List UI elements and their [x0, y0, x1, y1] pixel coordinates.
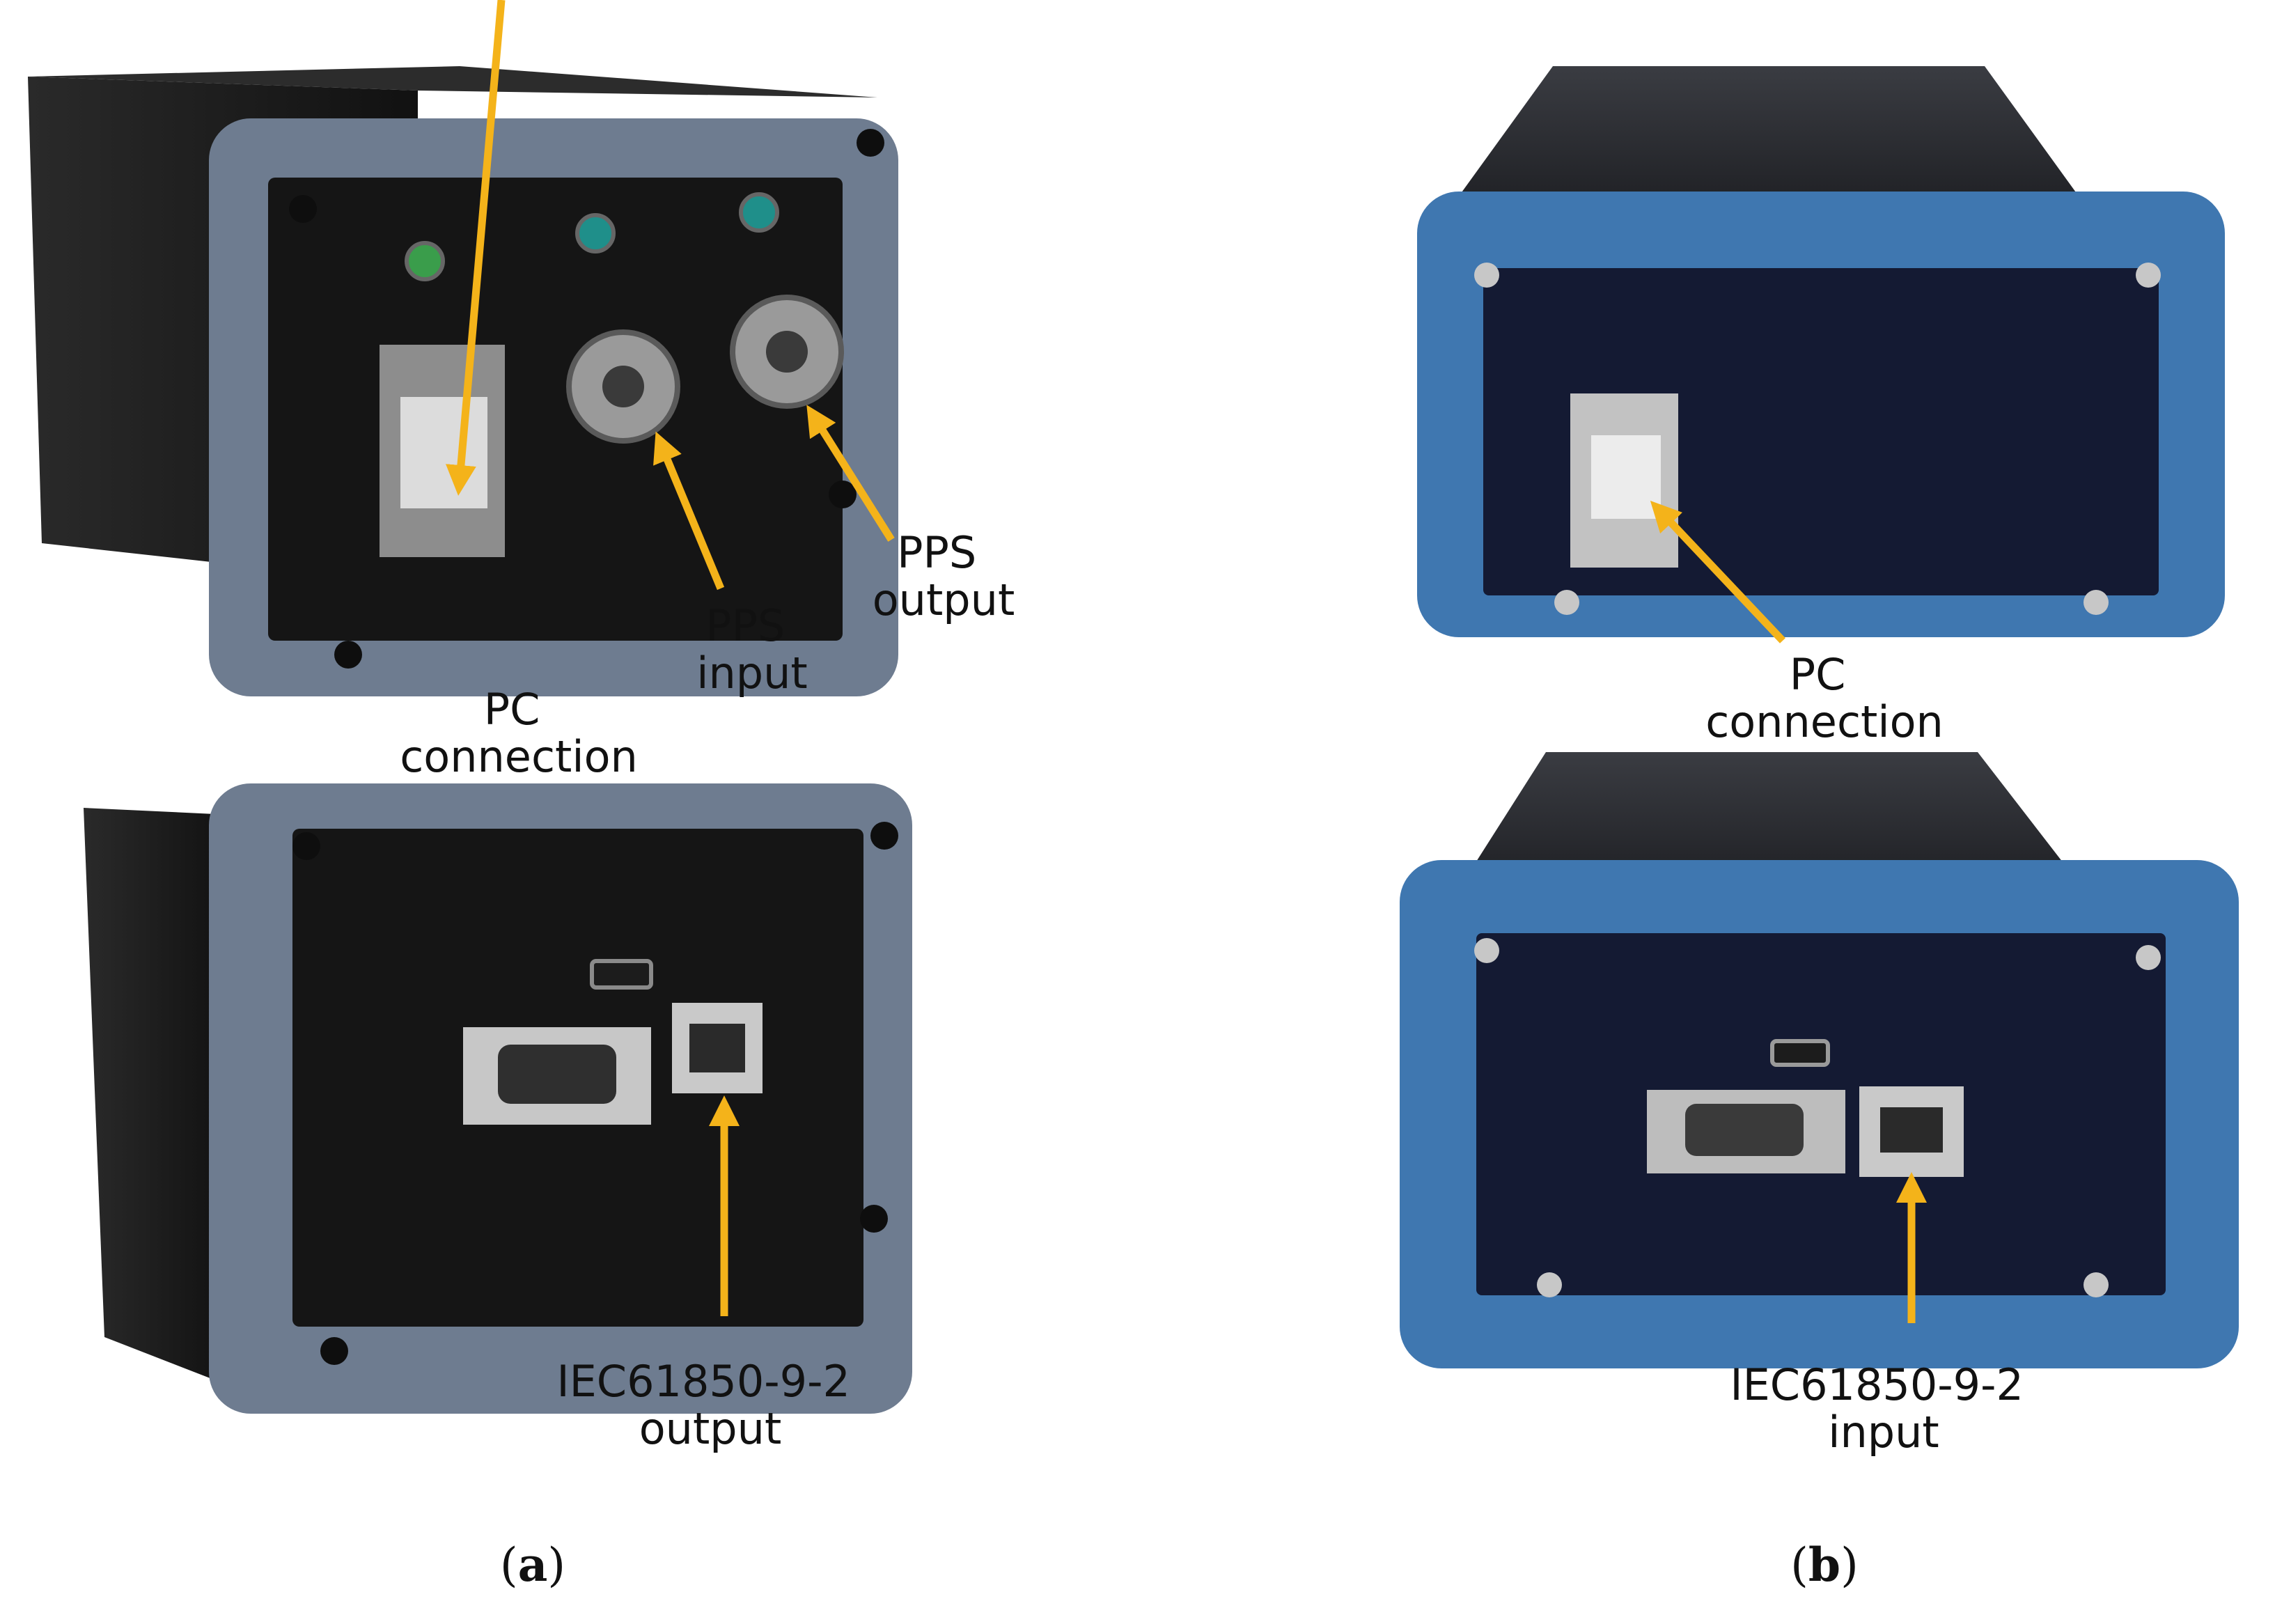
- arrow-pc-connection-b: [1650, 501, 1785, 643]
- screw-icon: [829, 481, 857, 508]
- screw-icon: [1474, 938, 1499, 963]
- ethernet-socket: [1880, 1107, 1943, 1153]
- screw-icon: [857, 129, 884, 157]
- ethernet-socket: [689, 1024, 745, 1072]
- screw-icon: [1554, 590, 1579, 615]
- device-a-top-lid: [28, 66, 877, 97]
- device-a-bottom-body: [84, 808, 230, 1386]
- led-icon: [739, 192, 779, 233]
- screw-icon: [292, 832, 320, 860]
- label-pps-input: PPS input: [696, 600, 807, 698]
- arrow-pps-output: [806, 405, 895, 542]
- label-iec-input: IEC61850-9-2 input: [1730, 1359, 2037, 1458]
- serial-port-db9: [1685, 1104, 1804, 1156]
- bnc-connector-pin: [766, 331, 808, 373]
- screw-icon: [2084, 1272, 2109, 1297]
- serial-port-db9: [498, 1045, 616, 1104]
- screw-icon: [1474, 263, 1499, 288]
- screw-icon: [860, 1205, 888, 1233]
- mini-usb-port: [590, 959, 653, 990]
- label-pps-output: PPS output: [873, 527, 1015, 625]
- device-b-top: [1417, 66, 2225, 637]
- device-a-top: [28, 66, 898, 696]
- device-a-top-panel: [268, 178, 843, 641]
- device-b-bottom: [1400, 752, 2239, 1368]
- bnc-connector-pin: [602, 366, 644, 407]
- caption-b: (b): [1790, 1538, 1859, 1592]
- screw-icon: [289, 195, 317, 223]
- caption-a: (a): [500, 1538, 565, 1592]
- label-pc-connection-b: PC connection: [1705, 649, 1944, 747]
- arrow-pps-input: [653, 431, 725, 591]
- led-icon: [405, 241, 445, 281]
- screw-icon: [2084, 590, 2109, 615]
- device-b-top-lid: [1434, 66, 2103, 230]
- usb-b-socket: [1591, 435, 1661, 519]
- label-pc-connection-a: PC connection: [400, 684, 638, 782]
- screw-icon: [2136, 945, 2161, 970]
- screw-icon: [334, 641, 362, 669]
- screw-icon: [320, 1337, 348, 1365]
- arrow-pc-connection-a: [445, 0, 506, 496]
- device-a-bottom: [84, 783, 912, 1414]
- screw-icon: [2136, 263, 2161, 288]
- led-icon: [575, 213, 616, 253]
- usb-b-socket: [400, 397, 487, 508]
- mini-usb-port: [1770, 1039, 1830, 1067]
- screw-icon: [1537, 1272, 1562, 1297]
- screw-icon: [870, 822, 898, 850]
- label-iec-output: IEC61850-9-2 output: [556, 1356, 863, 1454]
